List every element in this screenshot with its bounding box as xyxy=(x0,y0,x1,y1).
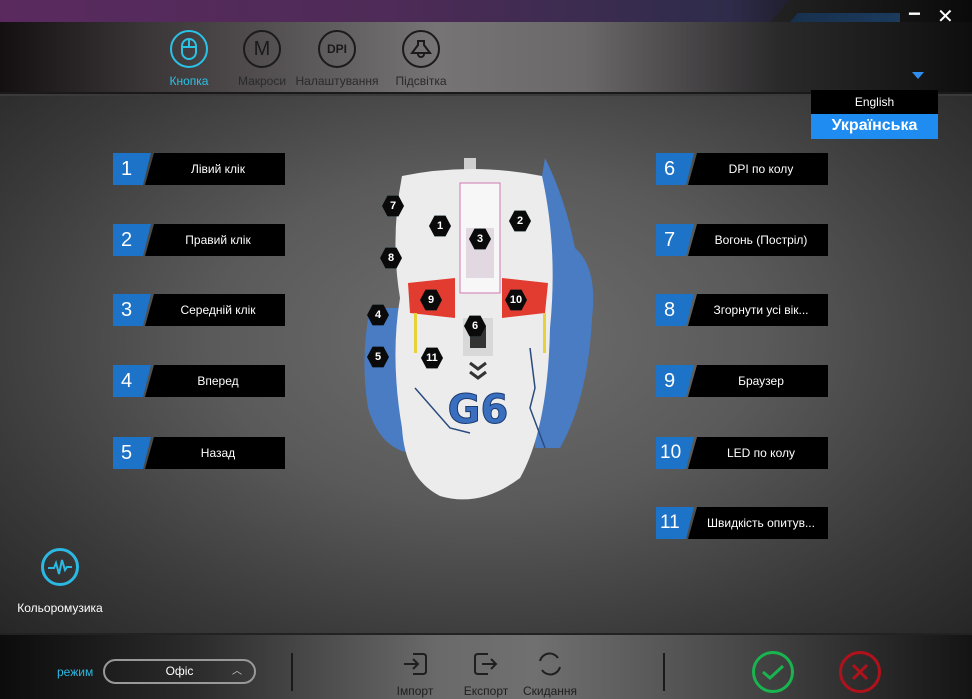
mode-label: режим xyxy=(57,665,94,679)
mouse-marker-1[interactable]: 1 xyxy=(429,215,451,237)
mouse-marker-2[interactable]: 2 xyxy=(509,210,531,232)
slot-action: Назад xyxy=(145,437,285,469)
language-option-english[interactable]: English xyxy=(811,90,938,114)
dpi-icon: DPI xyxy=(318,30,356,68)
slot-action: Браузер xyxy=(688,365,828,397)
mode-value: Офіс xyxy=(165,664,194,678)
svg-text:G6: G6 xyxy=(448,387,509,433)
divider xyxy=(663,653,665,691)
reset-button[interactable]: Скидання xyxy=(515,651,585,698)
slot-number: 1 xyxy=(113,153,151,185)
mouse-icon xyxy=(170,30,208,68)
mouse-marker-6[interactable]: 6 xyxy=(464,315,486,337)
reset-label: Скидання xyxy=(522,684,578,698)
mouse-marker-9[interactable]: 9 xyxy=(420,289,442,311)
colormusic-button[interactable]: Кольоромузика xyxy=(14,548,106,615)
slot-number: 10 xyxy=(656,437,694,469)
slot-action: LED по колу xyxy=(688,437,828,469)
tab-label: Кнопка xyxy=(169,74,209,88)
slot-number: 2 xyxy=(113,224,151,256)
slot-action: Швидкість опитув... xyxy=(688,507,828,539)
mouse-marker-8[interactable]: 8 xyxy=(380,247,402,269)
button-slot-6[interactable]: 6 DPI по колу xyxy=(656,153,828,185)
slot-number: 7 xyxy=(656,224,694,256)
import-button[interactable]: Імпорт xyxy=(380,651,450,698)
slot-number: 3 xyxy=(113,294,151,326)
slot-number: 4 xyxy=(113,365,151,397)
mouse-marker-4[interactable]: 4 xyxy=(367,304,389,326)
mouse-marker-7[interactable]: 7 xyxy=(382,195,404,217)
button-slot-3[interactable]: 3 Середній клік xyxy=(113,294,285,326)
button-slot-2[interactable]: 2 Правий клік xyxy=(113,224,285,256)
export-label: Експорт xyxy=(463,684,509,698)
button-slot-11[interactable]: 11 Швидкість опитув... xyxy=(656,507,828,539)
import-label: Імпорт xyxy=(396,684,434,698)
button-slot-8[interactable]: 8 Згорнути усі вік... xyxy=(656,294,828,326)
button-slot-9[interactable]: 9 Браузер xyxy=(656,365,828,397)
slot-action: DPI по колу xyxy=(688,153,828,185)
tab-label: Макроси xyxy=(237,74,287,88)
mouse-marker-5[interactable]: 5 xyxy=(367,346,389,368)
divider xyxy=(291,653,293,691)
language-option-ukrainian[interactable]: Українська xyxy=(811,114,938,139)
tab-label: Підсвітка xyxy=(395,74,447,88)
slot-action: Вперед xyxy=(145,365,285,397)
macro-m-icon: M xyxy=(243,30,281,68)
footer-bar: режим Офіс ︿ Імпорт Експорт Скидання xyxy=(0,633,972,699)
slot-action: Вогонь (Постріл) xyxy=(688,224,828,256)
slot-number: 9 xyxy=(656,365,694,397)
tab-button[interactable]: Кнопка xyxy=(144,30,234,88)
language-dropdown-arrow-icon[interactable] xyxy=(912,72,924,79)
tab-settings[interactable]: DPI Налаштування xyxy=(292,30,382,88)
lamp-icon xyxy=(402,30,440,68)
mouse-illustration: G6 7 1 2 3 8 9 10 4 6 5 11 xyxy=(360,158,600,508)
mouse-marker-3[interactable]: 3 xyxy=(469,228,491,250)
tab-macros[interactable]: M Макроси xyxy=(217,30,307,88)
import-icon xyxy=(404,653,427,675)
button-slot-5[interactable]: 5 Назад xyxy=(113,437,285,469)
mouse-marker-10[interactable]: 10 xyxy=(505,289,527,311)
chevron-up-icon: ︿ xyxy=(232,666,242,677)
mode-select[interactable]: Офіс ︿ xyxy=(103,659,256,684)
export-button[interactable]: Експорт xyxy=(451,651,521,698)
button-slot-4[interactable]: 4 Вперед xyxy=(113,365,285,397)
slot-action: Згорнути усі вік... xyxy=(688,294,828,326)
button-slot-10[interactable]: 10 LED по колу xyxy=(656,437,828,469)
slot-number: 6 xyxy=(656,153,694,185)
title-bar: − ✕ xyxy=(0,0,972,28)
tab-lighting[interactable]: Підсвітка xyxy=(376,30,466,88)
check-icon xyxy=(762,664,785,681)
slot-action: Середній клік xyxy=(145,294,285,326)
header-nav: Кнопка M Макроси DPI Налаштування Підсві… xyxy=(0,22,972,94)
button-slot-1[interactable]: 1 Лівий клік xyxy=(113,153,285,185)
tab-label: Налаштування xyxy=(295,74,379,88)
slot-number: 8 xyxy=(656,294,694,326)
minimize-button[interactable]: − xyxy=(908,1,921,26)
language-menu: English Українська xyxy=(811,90,938,139)
refresh-icon xyxy=(539,652,561,676)
export-icon xyxy=(474,653,498,675)
mouse-marker-11[interactable]: 11 xyxy=(421,347,443,369)
colormusic-label: Кольоромузика xyxy=(17,601,103,615)
slot-action: Лівий клік xyxy=(145,153,285,185)
sound-wave-icon xyxy=(41,548,79,586)
slot-number: 11 xyxy=(656,507,694,539)
cancel-button[interactable] xyxy=(839,651,881,693)
button-slot-7[interactable]: 7 Вогонь (Постріл) xyxy=(656,224,828,256)
slot-action: Правий клік xyxy=(145,224,285,256)
slot-number: 5 xyxy=(113,437,151,469)
x-icon xyxy=(851,663,869,681)
title-bar-stripe xyxy=(790,13,900,22)
apply-button[interactable] xyxy=(752,651,794,693)
